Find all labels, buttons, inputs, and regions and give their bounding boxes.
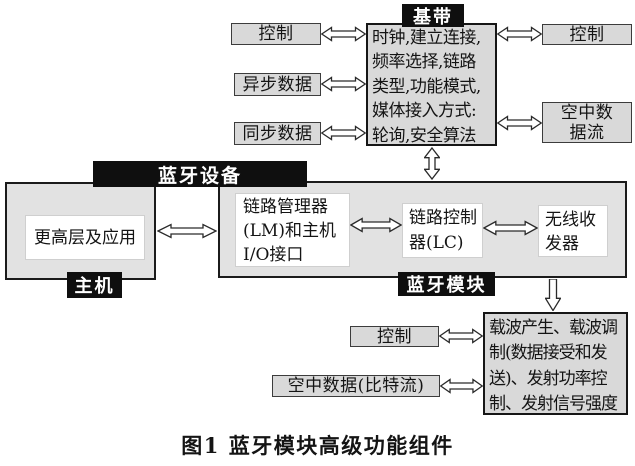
figure-caption: 图1 蓝牙模块高级功能组件	[181, 433, 454, 458]
box-radio-transceiver: 无线收 发器	[538, 205, 608, 257]
double-arrow-host-module-icon	[157, 223, 217, 239]
double-arrow-lc-radio-icon	[483, 220, 538, 236]
box-sync-data: 同步数据	[234, 122, 321, 145]
double-arrow-baseband-airstream-icon	[497, 115, 542, 131]
label-bluetooth-device: 蓝牙设备	[93, 161, 307, 187]
double-arrow-async-baseband-icon	[321, 76, 366, 92]
label-bluetooth-module: 蓝牙模块	[398, 272, 495, 296]
box-link-manager: 链路管理器 (LM)和主机 I/O接口	[235, 193, 350, 267]
box-link-controller: 链路控制 器(LC)	[402, 203, 483, 258]
box-higher-layers-apps: 更高层及应用	[25, 215, 145, 260]
double-arrow-baseband-control-icon	[497, 26, 542, 42]
double-arrow-control-rf-icon	[439, 328, 483, 344]
double-arrow-airdata-rf-icon	[440, 378, 483, 394]
double-arrow-sync-baseband-icon	[321, 125, 366, 141]
box-air-data-stream: 空中数 据流	[542, 102, 632, 143]
box-control-bottom: 控制	[350, 326, 439, 347]
box-async-data: 异步数据	[234, 73, 321, 96]
box-baseband-functions: 时钟,建立连接, 频率选择,链路 类型,功能模式, 媒体接入方式: 轮询,安全算…	[366, 23, 497, 146]
down-arrow-module-rf-icon	[545, 279, 561, 311]
double-arrow-baseband-module-icon	[424, 147, 440, 180]
label-baseband: 基带	[402, 4, 464, 28]
label-host: 主机	[67, 272, 122, 298]
box-control-top-left: 控制	[231, 23, 321, 45]
box-air-data-bitstream: 空中数据(比特流)	[272, 375, 440, 397]
double-arrow-lm-lc-icon	[350, 217, 402, 233]
box-rf-functions: 载波产生、载波调 制(数据接受和发 送)、发射功率控 制、发射信号强度	[483, 312, 628, 415]
double-arrow-control-baseband-icon	[321, 26, 366, 42]
box-control-top-right: 控制	[542, 24, 632, 45]
